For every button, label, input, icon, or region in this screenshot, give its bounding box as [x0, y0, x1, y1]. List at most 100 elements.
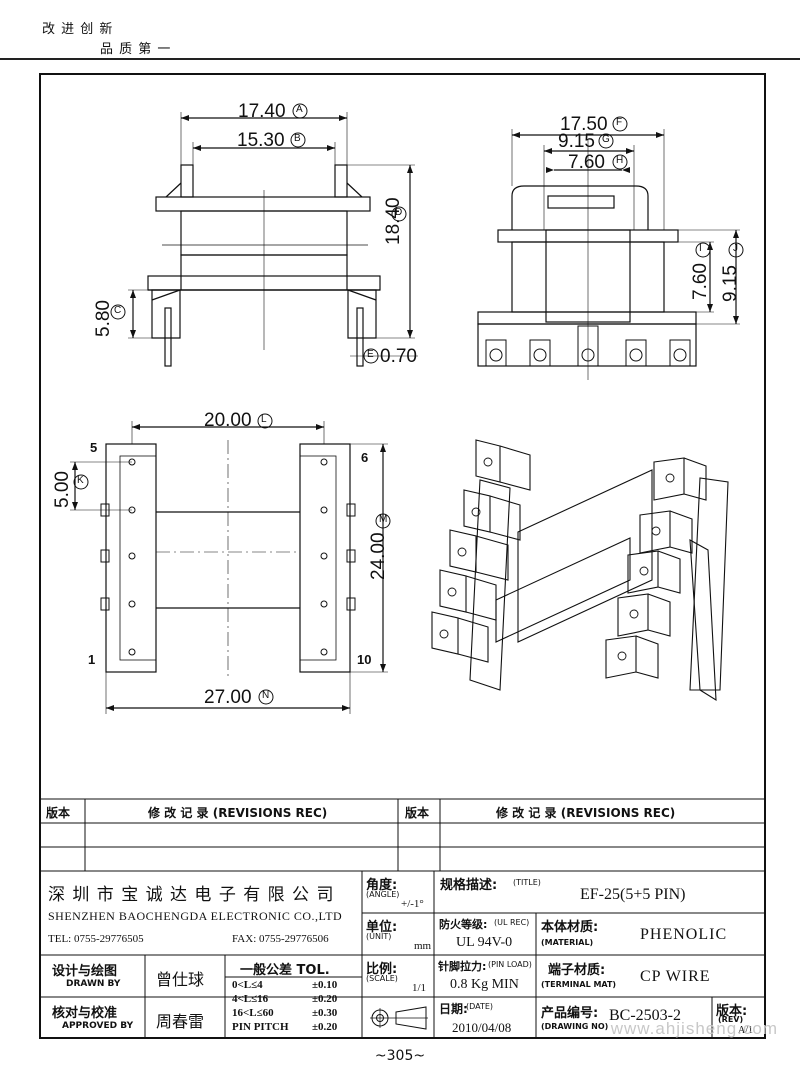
dim-bottom-height: 24.00: [368, 532, 389, 580]
dim-front-width-inner: 15.30: [237, 130, 285, 151]
rev-label: 版本:: [716, 1004, 748, 1019]
rev-col-record-right: 修 改 记 录 (REVISIONS REC): [496, 806, 676, 820]
revisions-table: [39, 798, 766, 872]
pinload-label-en: (PIN LOAD): [488, 960, 532, 969]
rev-label-en: (REV): [718, 1015, 744, 1024]
unit-label-en: (UNIT): [366, 932, 392, 941]
tolerance-value-3: ±0.30: [312, 1007, 338, 1019]
date-label-en: (DATE): [466, 1002, 494, 1011]
approved-label-en: APPROVED BY: [62, 1021, 134, 1031]
marker-b: B: [294, 133, 301, 144]
pinload-label: 针脚拉力:: [438, 960, 487, 973]
tolerance-range-4: PIN PITCH: [232, 1021, 289, 1033]
title-value: EF-25(5+5 PIN): [580, 886, 686, 903]
title-block-grid: [39, 871, 766, 1039]
title-label: 规格描述:: [440, 878, 498, 893]
drawing-no-label: 产品编号:: [541, 1006, 599, 1021]
slogan-line-1: 改 进 创 新: [42, 22, 114, 37]
company-tel: TEL: 0755-29776505: [48, 933, 144, 945]
date-label: 日期:: [439, 1002, 468, 1016]
drawing-no-value: BC-2503-2: [609, 1007, 681, 1024]
marker-m: M: [379, 514, 388, 525]
watermark: www.ahjisheng.com: [610, 1019, 778, 1038]
dim-front-width-outer: 17.40: [238, 101, 286, 122]
scale-value: 1/1: [412, 982, 427, 994]
angle-label-en: (ANGLE): [366, 890, 400, 899]
marker-c: C: [114, 305, 122, 316]
pin-number-10: 10: [357, 652, 372, 667]
title-label-en: (TITLE): [513, 878, 541, 887]
page-number: ~305~: [374, 1048, 426, 1064]
unit-value: mm: [414, 940, 432, 952]
dim-front-height: 18.40: [383, 197, 404, 245]
dim-bottom-width: 27.00: [204, 687, 252, 708]
marker-k: K: [77, 475, 84, 486]
marker-n: N: [262, 690, 270, 701]
fire-value: UL 94V-0: [456, 935, 513, 950]
dim-front-pin-length: 5.80: [93, 300, 114, 337]
company-name-cn: 深 圳 市 宝 诚 达 电 子 有 限 公 司: [48, 885, 335, 905]
tolerance-value-2: ±0.20: [312, 993, 338, 1005]
dimension-arrows: [72, 115, 739, 711]
dim-side-width-mid: 9.15: [558, 131, 595, 152]
tolerance-value-4: ±0.20: [312, 1021, 338, 1033]
bottom-view: [70, 421, 388, 714]
angle-label: 角度:: [366, 878, 398, 893]
rev-col-version-right: 版本: [405, 806, 430, 820]
front-view: [128, 112, 418, 367]
angle-value: +/-1°: [401, 898, 424, 910]
tolerance-range-1: 0<L≤4: [232, 979, 263, 991]
dim-side-height-outer: 9.15: [720, 265, 741, 302]
material-value: PHENOLIC: [640, 926, 728, 943]
tolerance-title: 一般公差 TOL.: [240, 963, 330, 978]
rev-value: A/1: [738, 1025, 753, 1036]
marker-f: F: [616, 117, 623, 128]
marker-d: D: [395, 207, 403, 218]
drawn-value: 曾仕球: [156, 970, 205, 989]
marker-i: I: [699, 243, 702, 254]
terminal-label-en: (TERMINAL MAT): [541, 980, 617, 989]
slogan-line-2: 品 质 第 一: [100, 42, 172, 57]
scale-label: 比例:: [366, 962, 398, 977]
company-name-en: SHENZHEN BAOCHENGDA ELECTRONIC CO.,LTD: [48, 909, 343, 923]
date-value: 2010/04/08: [452, 1020, 512, 1035]
dim-side-width-inner: 7.60: [568, 152, 605, 173]
dim-front-pin-dia: 0.70: [380, 346, 417, 367]
marker-l: L: [261, 414, 267, 425]
material-label-en: (MATERIAL): [541, 938, 594, 947]
marker-g: G: [602, 134, 610, 145]
marker-a: A: [296, 104, 303, 115]
fire-label: 防火等级:: [439, 918, 488, 931]
header-rule: [0, 58, 800, 60]
drawn-label-en: DRAWN BY: [66, 979, 121, 989]
isometric-view: [431, 439, 729, 702]
side-view: [477, 129, 740, 380]
dim-bottom-span: 20.00: [204, 410, 252, 431]
drawing-frame: [39, 73, 766, 1039]
tolerance-value-1: ±0.10: [312, 979, 338, 991]
approved-label: 核对与校准: [52, 1006, 118, 1021]
marker-h: H: [616, 155, 624, 166]
dimension-markers: [73, 103, 744, 705]
dim-side-height-inner: 7.60: [690, 263, 711, 300]
approved-value: 周春雷: [156, 1012, 205, 1031]
pinload-value: 0.8 Kg MIN: [450, 977, 519, 992]
terminal-label: 端子材质:: [548, 963, 606, 978]
unit-label: 单位:: [366, 920, 398, 935]
pin-number-5: 5: [90, 440, 98, 455]
rev-col-record-left: 修 改 记 录 (REVISIONS REC): [148, 806, 328, 820]
tolerance-range-3: 16<L≤60: [232, 1007, 274, 1019]
marker-e: E: [367, 349, 374, 360]
material-label: 本体材质:: [541, 920, 599, 935]
dim-bottom-pitch: 5.00: [52, 471, 73, 508]
drawn-label: 设计与绘图: [52, 964, 118, 979]
pin-number-1: 1: [88, 652, 96, 667]
terminal-value: CP WIRE: [640, 968, 711, 985]
rev-col-version-left: 版本: [46, 806, 71, 820]
tolerance-range-2: 4<L≤16: [232, 993, 269, 1005]
pin-number-6: 6: [361, 450, 369, 465]
fire-label-en: (UL REC): [494, 918, 530, 927]
scale-label-en: (SCALE): [366, 974, 398, 983]
marker-j: J: [733, 243, 738, 254]
